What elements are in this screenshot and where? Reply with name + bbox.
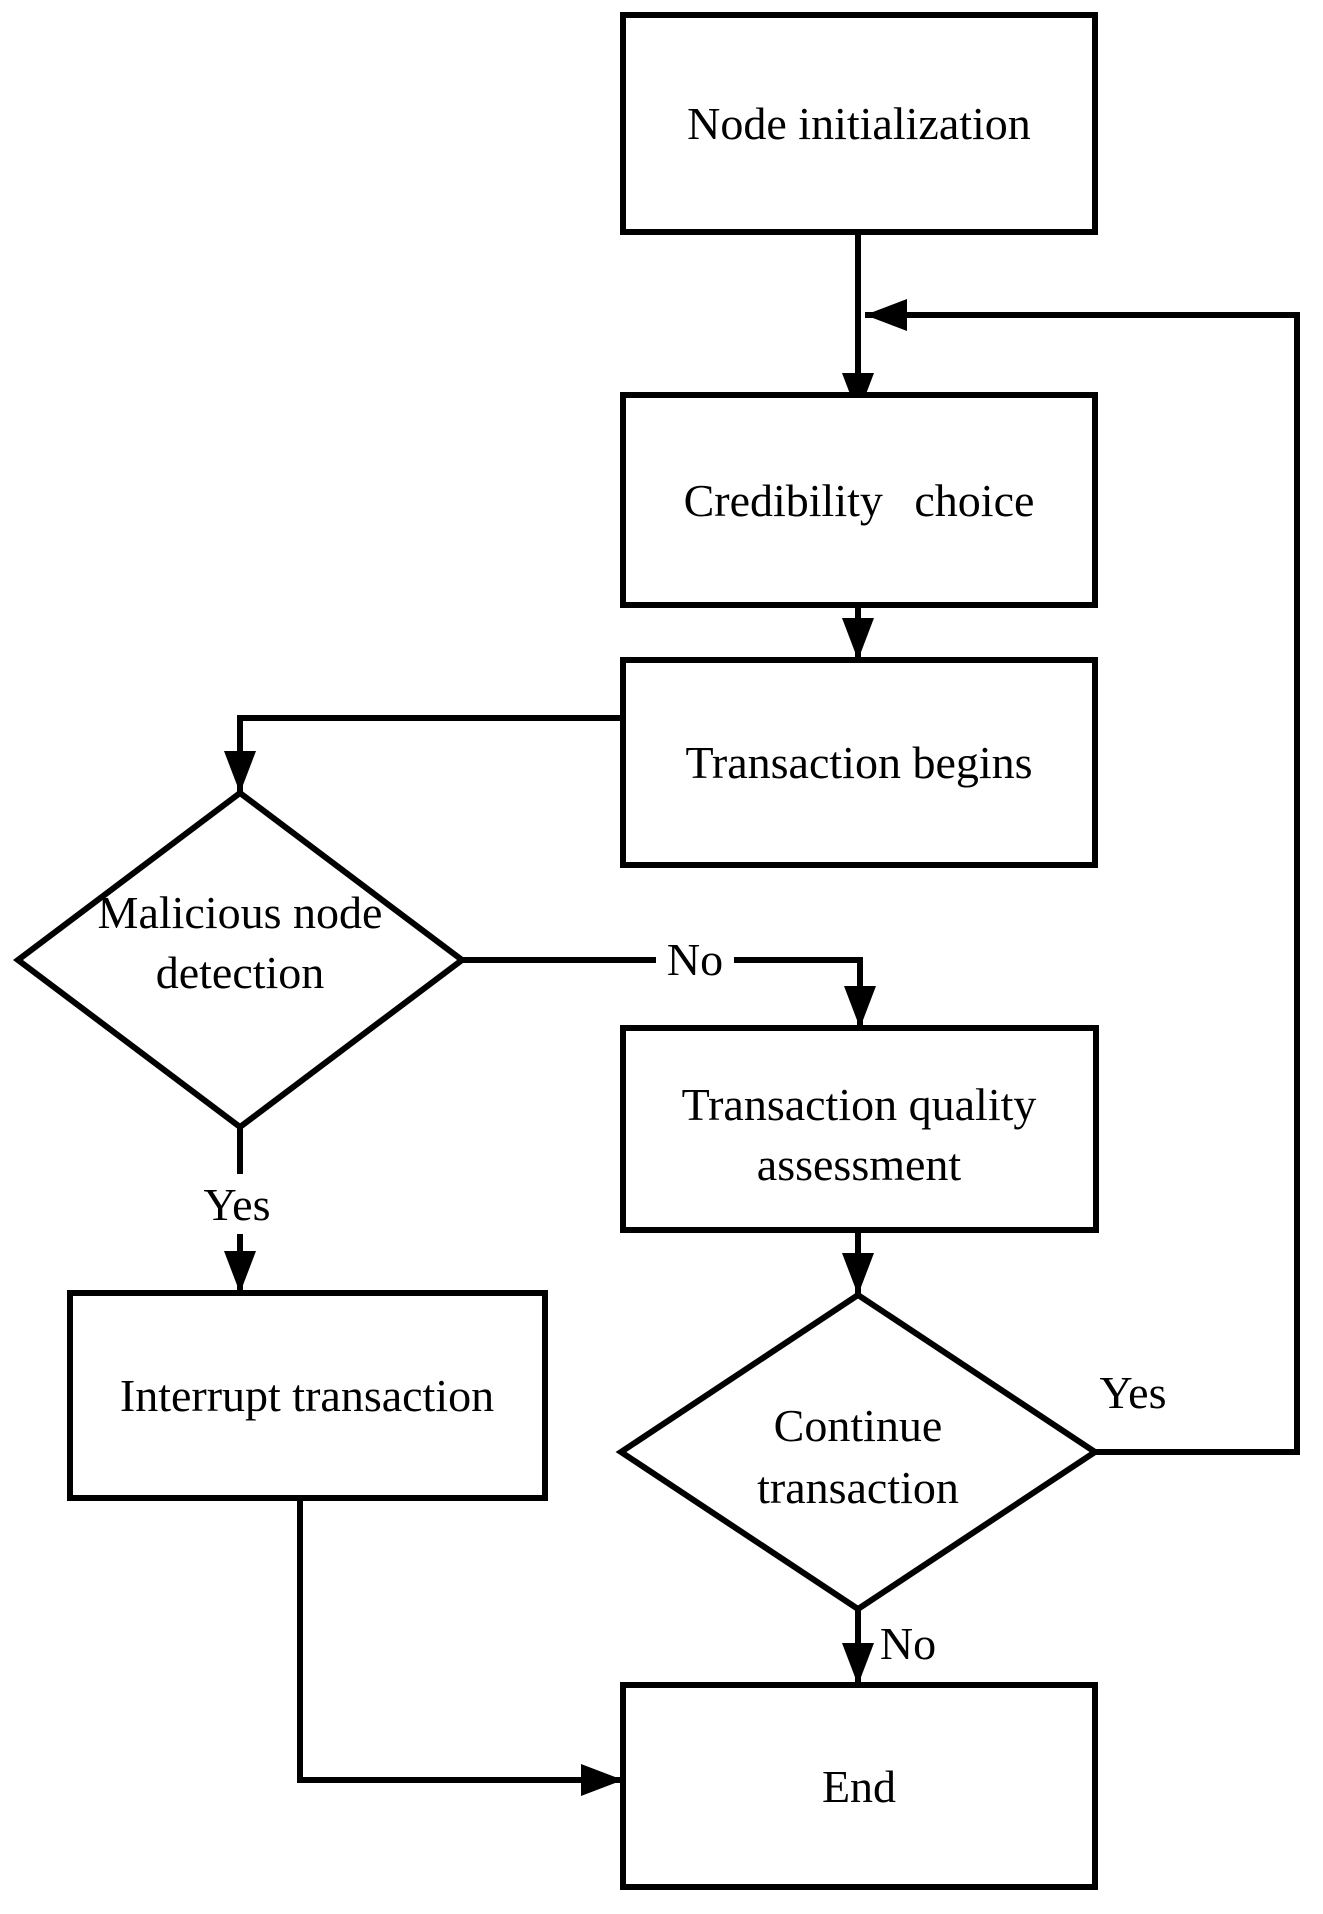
end-box [620,1682,1098,1890]
edge-label-mask [178,1174,296,1234]
end-label: End [822,1761,896,1812]
edge-label-mask [656,930,734,988]
transaction-quality-assessment-label-line1: Transaction quality [682,1079,1037,1130]
transaction-quality-assessment-box [620,1025,1099,1233]
credibility-choice-box [620,392,1098,608]
transaction-begins-box [620,657,1098,868]
edge-transactionbegins-to-malicious [224,715,623,793]
edge-label-no-continue: No [880,1618,936,1669]
node-initialization-box [620,12,1098,235]
interrupt-transaction-label: Interrupt transaction [120,1370,494,1421]
node-initialization-label: Node initialization [687,98,1031,149]
transaction-begins-label: Transaction begins [685,737,1032,788]
continue-transaction-label-line2: transaction [757,1462,959,1513]
edge-label-yes-continue: Yes [1100,1367,1167,1418]
edge-malicious-no-to-tqa [462,957,876,1028]
edge-label-no-malicious: No [667,934,723,985]
malicious-node-detection-label-line2: detection [156,947,325,998]
malicious-node-detection-label-line1: Malicious node [98,887,383,938]
continue-transaction-diamond [615,1291,1101,1613]
malicious-node-detection-diamond [13,789,467,1131]
edge-label-yes-malicious: Yes [204,1179,271,1230]
credibility-choice-label: Credibility choice [684,475,1035,526]
edge-interrupt-to-end [297,1498,623,1796]
edge-feedback-loop [865,299,1300,1455]
continue-transaction-label-line1: Continue [774,1400,943,1451]
transaction-quality-assessment-label-line2: assessment [757,1139,962,1190]
interrupt-transaction-box [67,1290,548,1501]
